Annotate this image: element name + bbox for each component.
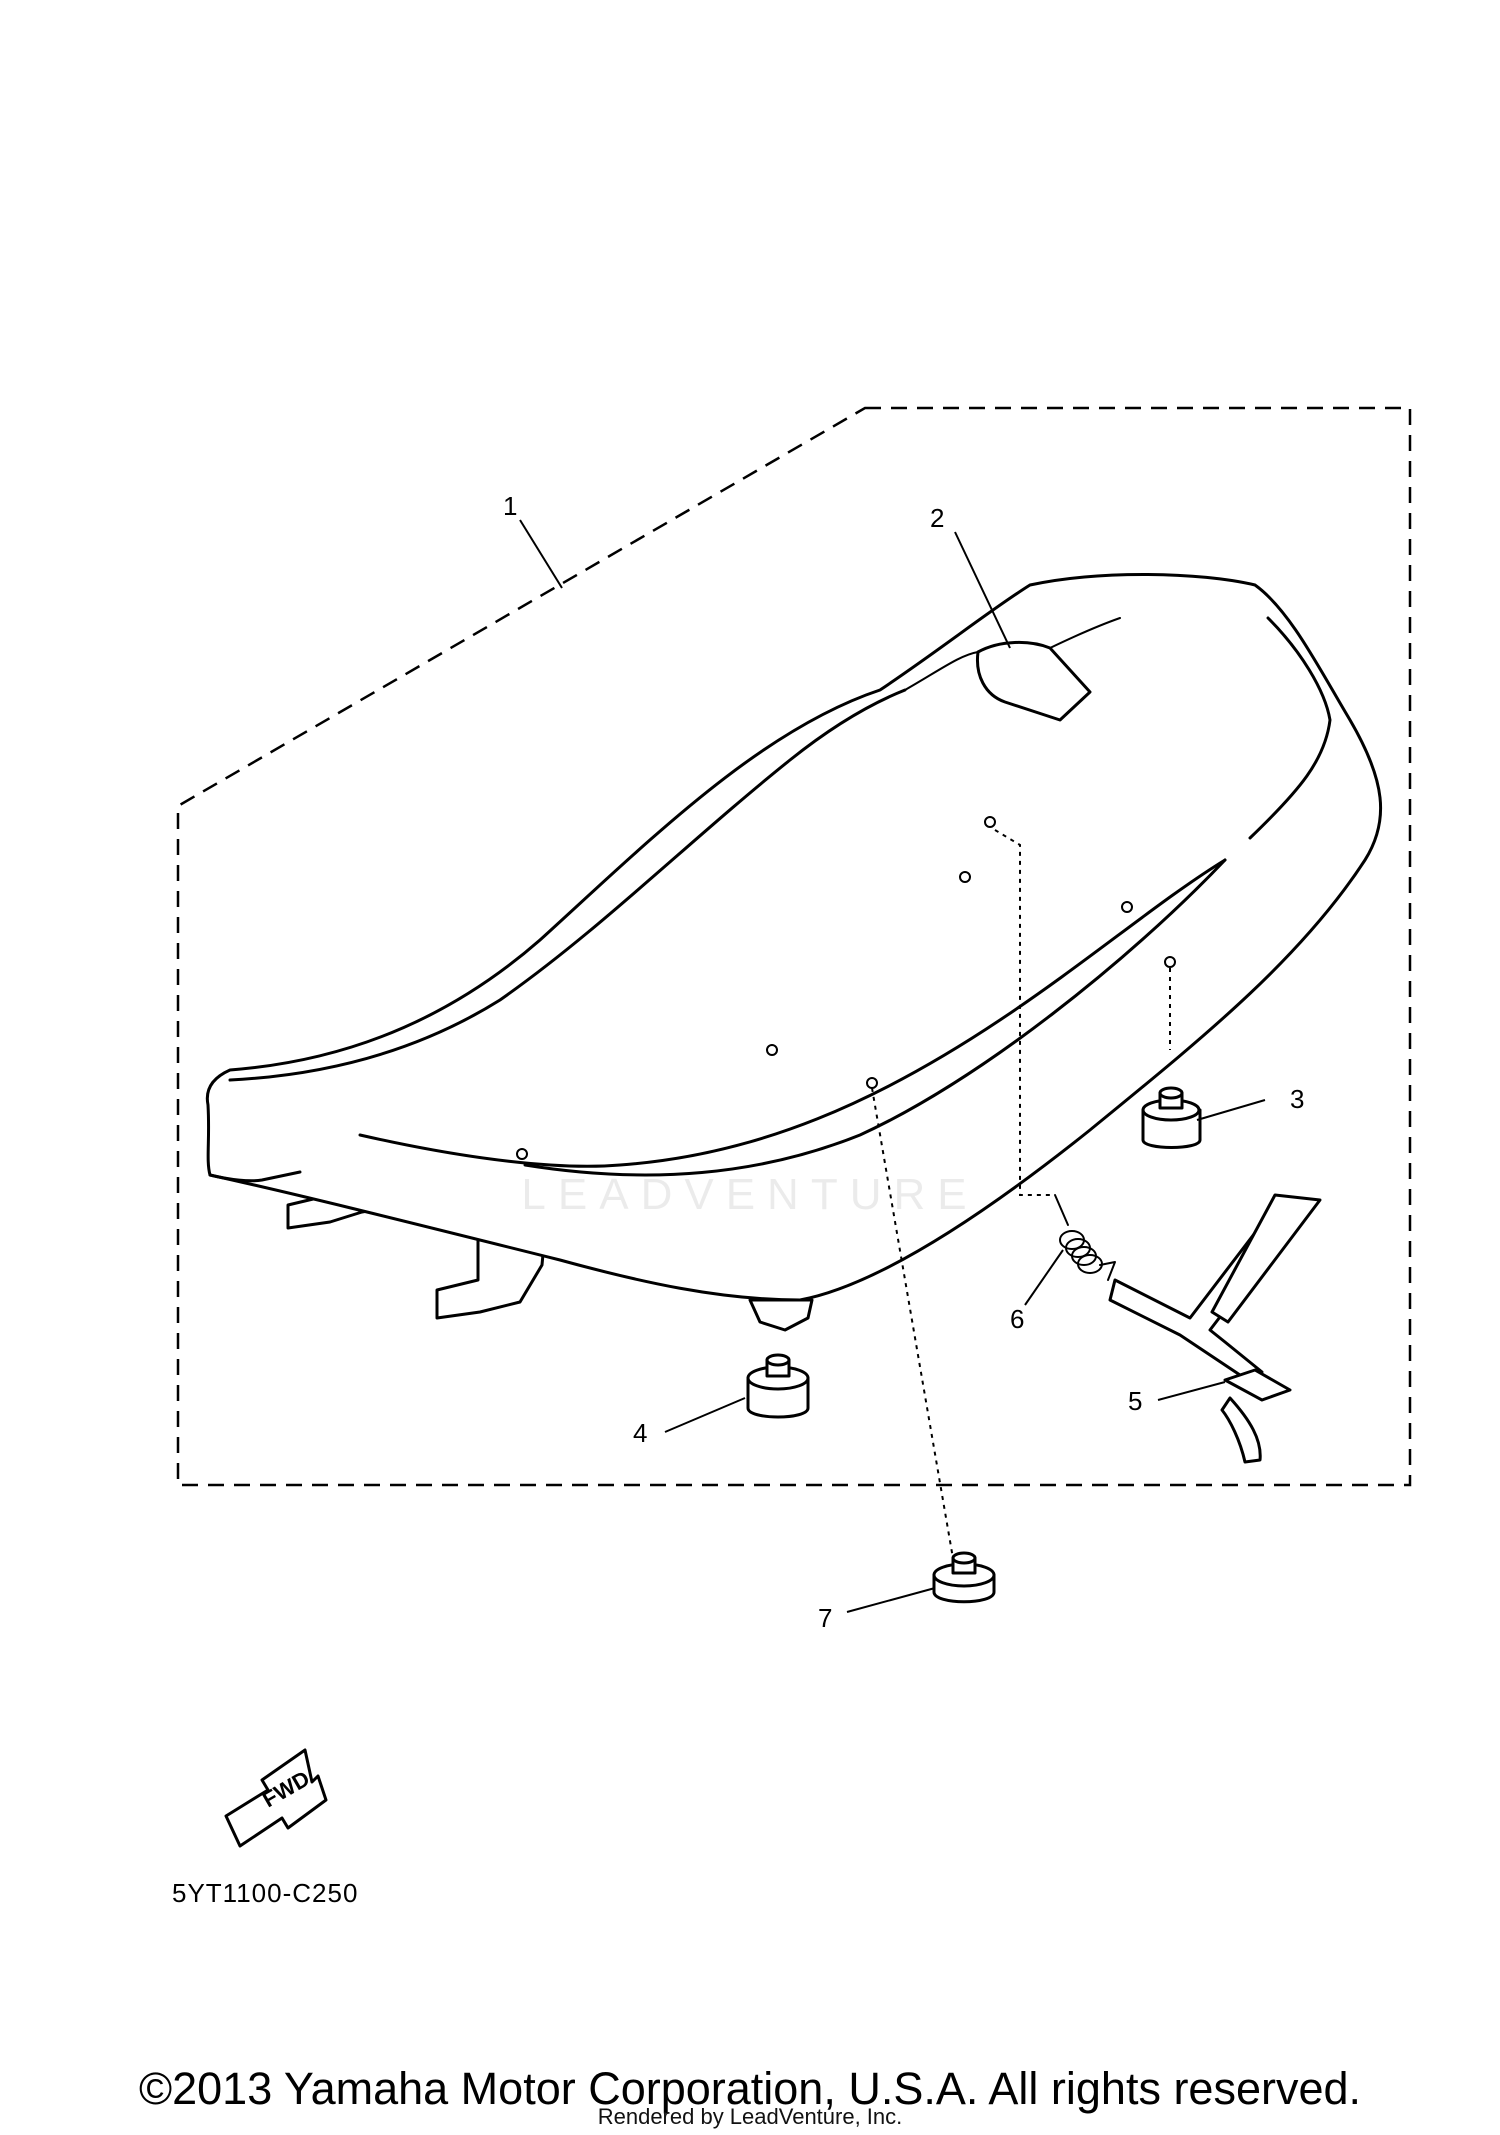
seat-hole bbox=[766, 1044, 778, 1056]
diagram-code: 5YT1100-C250 bbox=[172, 1878, 359, 1908]
install-line-7 bbox=[871, 1087, 956, 1571]
seat-bottom-peg bbox=[748, 1298, 814, 1332]
callout-6: 6 bbox=[1010, 1304, 1024, 1334]
spring-part-6 bbox=[1054, 1194, 1116, 1281]
seat-hole bbox=[1121, 901, 1133, 913]
seat-body bbox=[205, 573, 1383, 1302]
seat-assembly bbox=[205, 573, 1383, 1332]
callout-3: 3 bbox=[1290, 1084, 1304, 1114]
damper-part-3 bbox=[1141, 1086, 1202, 1149]
leader-6 bbox=[1024, 1249, 1064, 1306]
seat-contour-lower bbox=[358, 858, 1227, 1168]
callout-2: 2 bbox=[930, 503, 944, 533]
seat-contour-upper bbox=[228, 688, 907, 1082]
assembly-boundary bbox=[176, 406, 1412, 1487]
callout-7: 7 bbox=[818, 1603, 832, 1633]
leader-7 bbox=[846, 1587, 936, 1613]
seat-hole bbox=[984, 816, 996, 828]
seat-rear-edge bbox=[1248, 616, 1332, 840]
callout-5: 5 bbox=[1128, 1386, 1142, 1416]
fwd-arrow-icon: FWD bbox=[224, 1748, 328, 1848]
seat-hole bbox=[1164, 956, 1176, 968]
seat-contour-inner bbox=[523, 858, 1227, 1177]
watermark-text: LEADVENTURE bbox=[521, 1170, 979, 1219]
seat-hole bbox=[516, 1148, 528, 1160]
leader-4 bbox=[664, 1397, 746, 1433]
install-line-6 bbox=[994, 829, 1055, 1196]
leader-3 bbox=[1196, 1099, 1266, 1121]
leader-5 bbox=[1157, 1381, 1226, 1401]
leader-1 bbox=[519, 519, 563, 589]
seat-hole bbox=[959, 871, 971, 883]
rendered-by-text: Rendered by LeadVenture, Inc. bbox=[597, 2104, 903, 2129]
callout-1: 1 bbox=[503, 491, 517, 521]
damper-part-4 bbox=[746, 1353, 810, 1419]
leader-2 bbox=[954, 531, 1011, 649]
damper-part-7 bbox=[932, 1551, 996, 1604]
lever-part-5 bbox=[1108, 1193, 1322, 1464]
copyright-text: ©2013 Yamaha Motor Corporation, U.S.A. A… bbox=[138, 2063, 1362, 2114]
callout-4: 4 bbox=[633, 1418, 647, 1448]
seat-strap bbox=[975, 640, 1092, 722]
seat-front-lip bbox=[208, 1170, 302, 1183]
seat-strap-band bbox=[904, 617, 1121, 691]
